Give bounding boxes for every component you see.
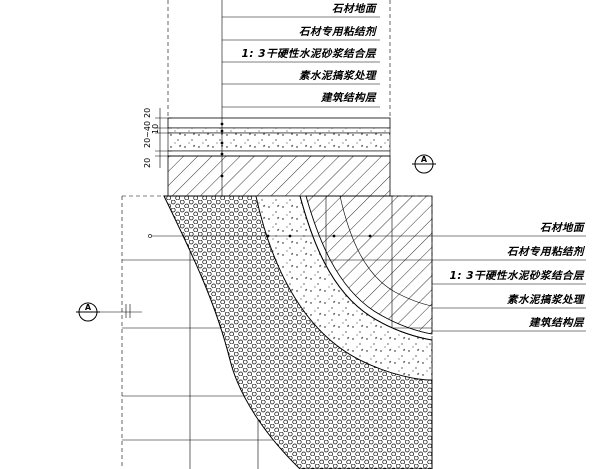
section-marker-top-letter: A xyxy=(421,155,428,164)
top-label-mortar-bond-layer: 1: 3干硬性水泥砂浆结合层 xyxy=(242,47,377,60)
dim-base: 20 xyxy=(143,158,152,168)
right-label-stone-adhesive: 石材专用粘结剂 xyxy=(507,245,586,258)
right-label-stone-floor: 石材地面 xyxy=(540,221,586,234)
dim-mortar: 20~40 xyxy=(143,121,152,148)
dim-stone: 20 xyxy=(143,108,152,118)
section-marker-top: A xyxy=(412,154,436,174)
dimension-chain: 20 20~40 10 20 xyxy=(143,108,172,168)
lower-curved-section xyxy=(121,195,433,469)
top-label-cement-slurry: 素水泥搞浆处理 xyxy=(299,69,378,82)
section-marker-left: A xyxy=(76,302,142,322)
dim-adhesive: 10 xyxy=(151,124,160,134)
top-callout: 石材地面 石材专用粘结剂 1: 3干硬性水泥砂浆结合层 素水泥搞浆处理 建筑结构… xyxy=(222,2,380,108)
top-label-stone-floor: 石材地面 xyxy=(332,2,378,15)
right-label-mortar-bond-layer: 1: 3干硬性水泥砂浆结合层 xyxy=(450,269,585,282)
top-label-stone-adhesive: 石材专用粘结剂 xyxy=(299,25,378,38)
top-label-structural-layer: 建筑结构层 xyxy=(320,91,377,104)
right-label-structural-layer: 建筑结构层 xyxy=(528,316,585,329)
right-label-cement-slurry: 素水泥搞浆处理 xyxy=(507,293,586,306)
section-marker-left-letter: A xyxy=(85,303,92,312)
top-flat-section xyxy=(167,0,391,197)
right-callout: 石材地面 石材专用粘结剂 1: 3干硬性水泥砂浆结合层 素水泥搞浆处理 建筑结构… xyxy=(432,221,586,332)
